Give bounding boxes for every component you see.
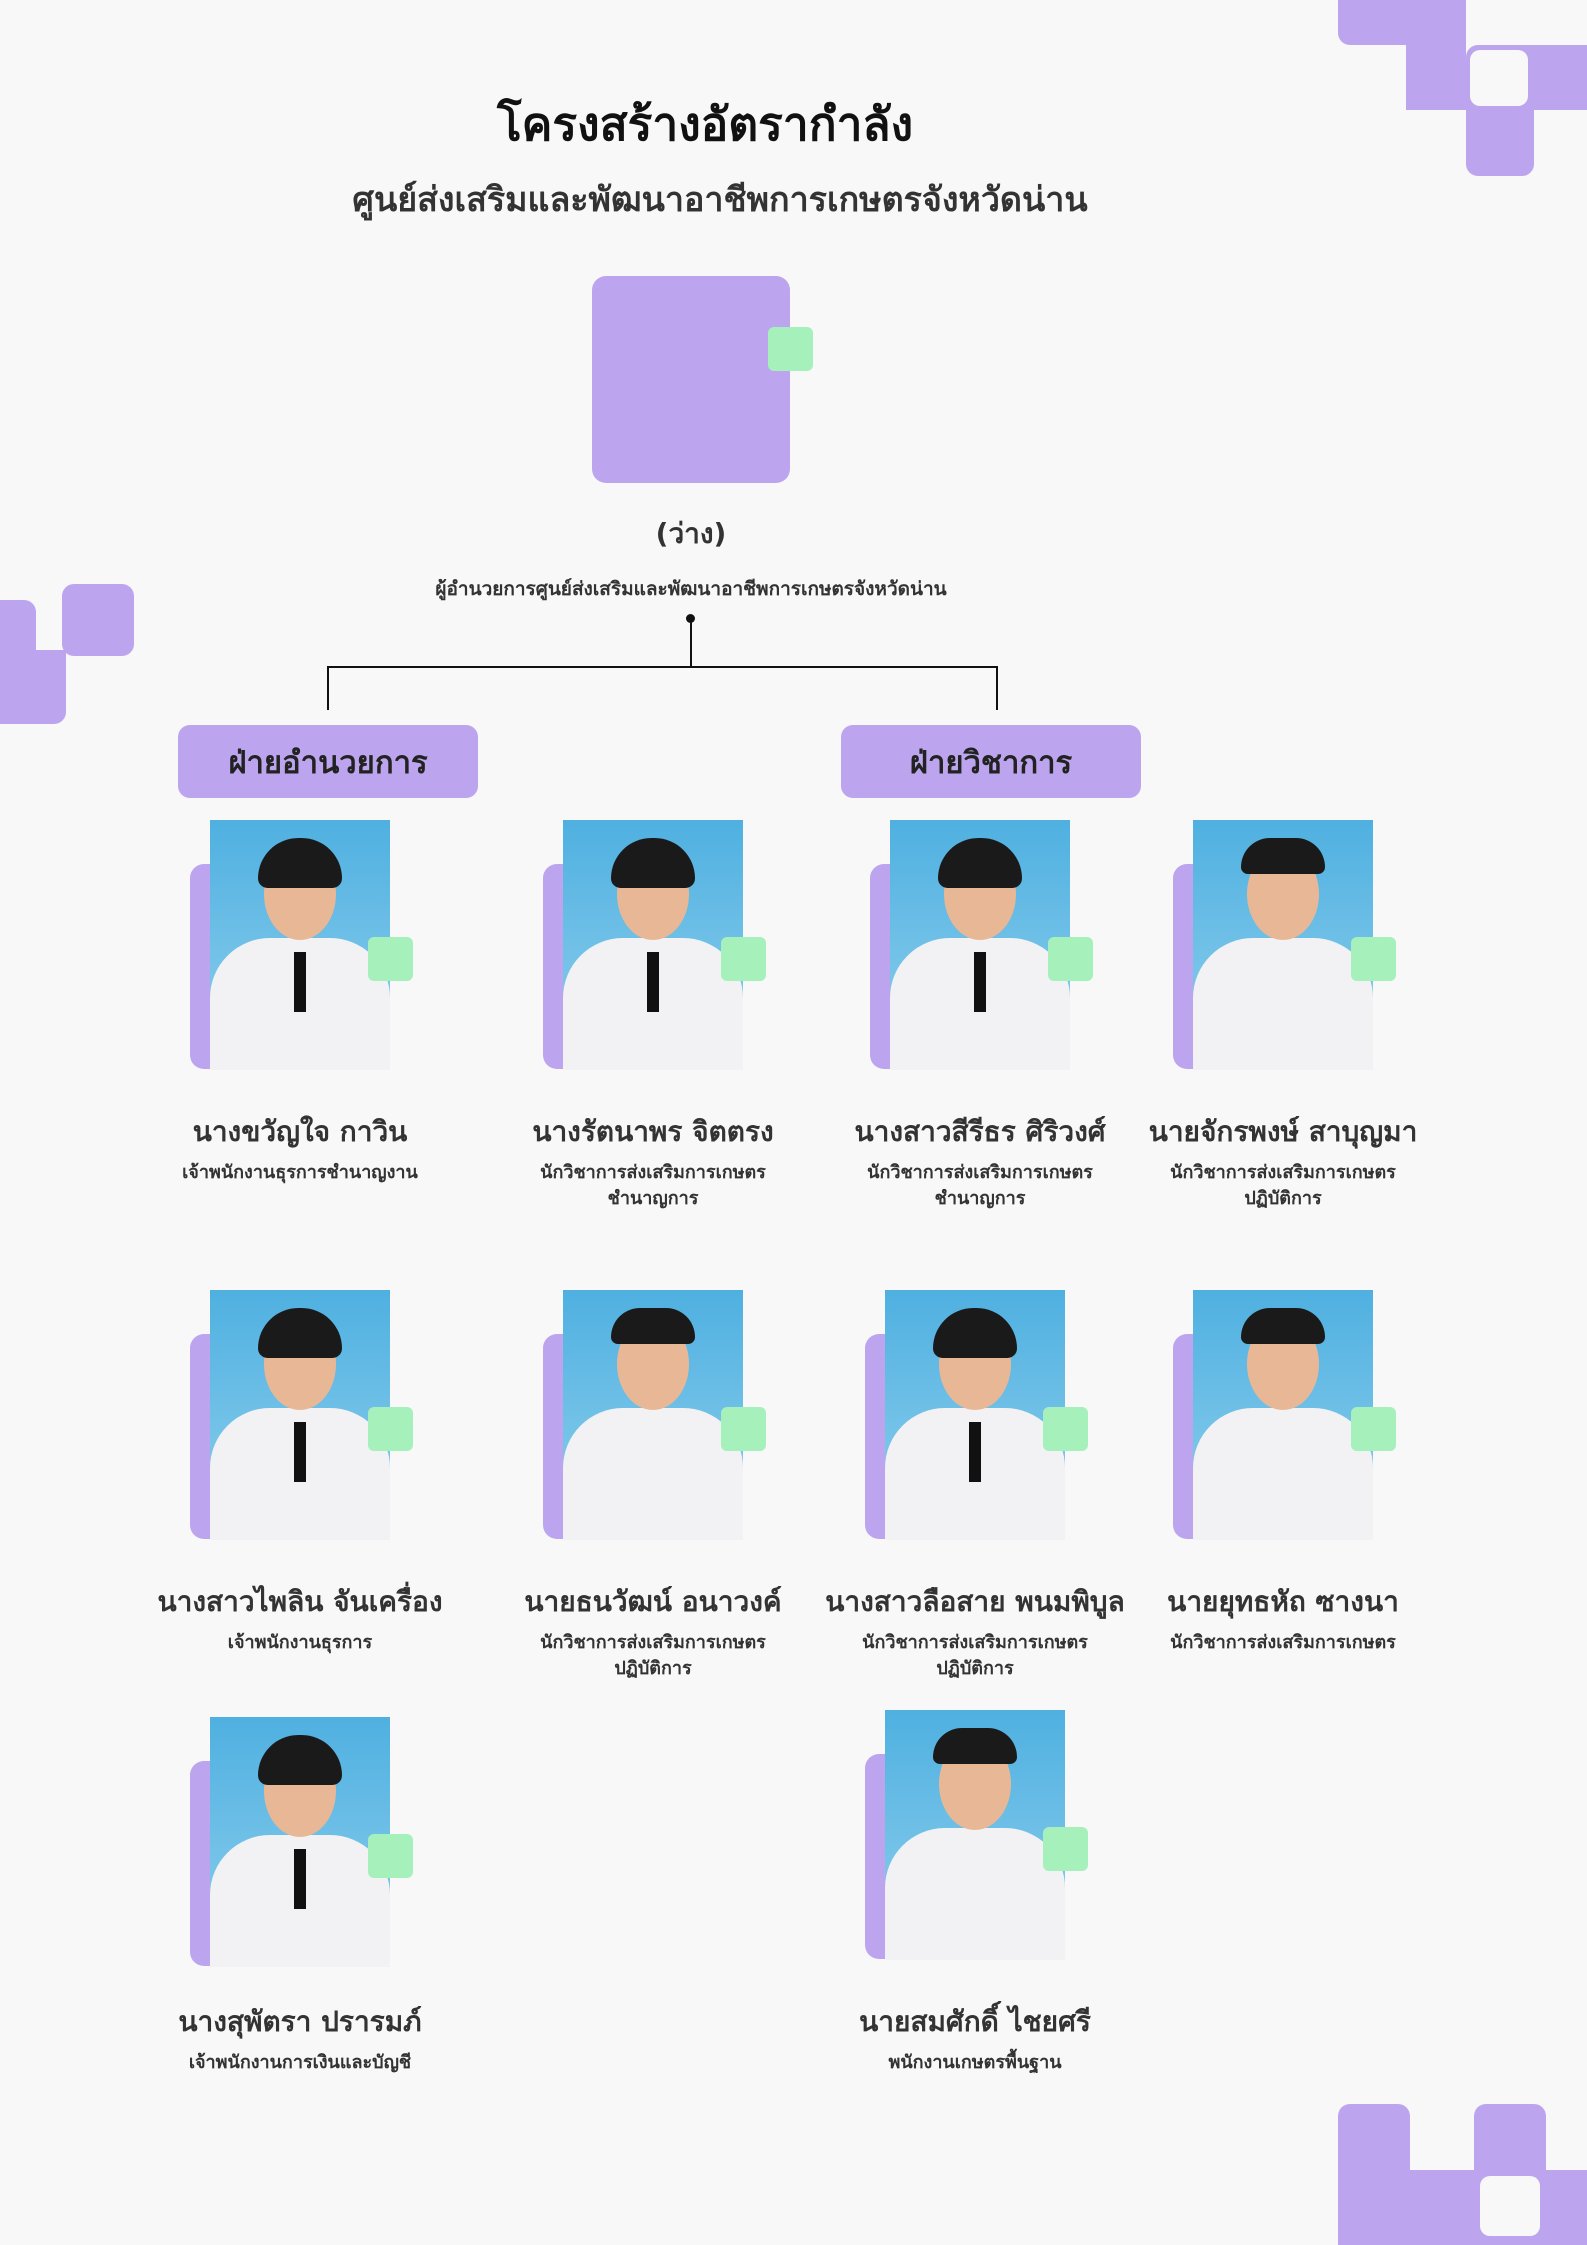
staff-role-line: นักวิชาการส่งเสริมการเกษตร bbox=[540, 1162, 766, 1183]
photo-badge bbox=[721, 1407, 766, 1451]
department-technical: ฝ่ายวิชาการ bbox=[841, 725, 1141, 798]
decor-bottom-right bbox=[1480, 2176, 1540, 2236]
staff-role-line: ชำนาญการ bbox=[934, 1188, 1026, 1209]
decor-bottom-right bbox=[1338, 2170, 1587, 2245]
staff-name: นายยุทธหัถ ซางนา bbox=[1167, 1585, 1399, 1618]
staff-photo bbox=[885, 1710, 1065, 1960]
director-photo-placeholder bbox=[592, 276, 790, 483]
staff-photo bbox=[885, 1290, 1065, 1540]
staff-role: นักวิชาการส่งเสริมการเกษตรปฏิบัติการ bbox=[483, 1630, 823, 1682]
staff-role: เจ้าพนักงานธุรการ bbox=[130, 1630, 470, 1656]
staff-name: นายธนวัฒน์ อนาวงค์ bbox=[524, 1585, 782, 1618]
photo-badge bbox=[1043, 1827, 1088, 1871]
staff-name: นางสาวลือสาย พนมพิบูล bbox=[825, 1585, 1125, 1618]
decor-left bbox=[0, 650, 66, 724]
decor-bottom-right bbox=[1410, 2104, 1474, 2170]
staff-photo bbox=[210, 1717, 390, 1967]
decor-left bbox=[62, 584, 134, 656]
photo-badge bbox=[1351, 937, 1396, 981]
staff-name: นางสาวสีรีธร ศิริวงศ์ bbox=[854, 1115, 1106, 1148]
staff-role-line: ปฏิบัติการ bbox=[614, 1658, 692, 1679]
connector-line bbox=[996, 666, 998, 710]
staff-role-line: เจ้าพนักงานธุรการ bbox=[227, 1632, 373, 1653]
director-role: ผู้อำนวยการศูนย์ส่งเสริมและพัฒนาอาชีพการ… bbox=[435, 578, 947, 600]
decor-top-right bbox=[1406, 0, 1466, 110]
connector-line bbox=[327, 666, 998, 668]
staff-role-line: นักวิชาการส่งเสริมการเกษตร bbox=[1170, 1162, 1396, 1183]
staff-photo bbox=[1193, 820, 1373, 1070]
staff-name: นายจักรพงษ์ สาบุญมา bbox=[1148, 1115, 1418, 1148]
decor-top-right bbox=[1470, 50, 1528, 106]
connector-line bbox=[327, 666, 329, 710]
photo-badge bbox=[368, 1834, 413, 1878]
staff-role-line: เจ้าพนักงานธุรการชำนาญงาน bbox=[182, 1162, 418, 1183]
staff-role: พนักงานเกษตรพื้นฐาน bbox=[805, 2050, 1145, 2076]
staff-photo bbox=[890, 820, 1070, 1070]
page-title: โครงสร้างอัตรากำลัง bbox=[496, 97, 914, 151]
staff-role-line: นักวิชาการส่งเสริมการเกษตร bbox=[1170, 1632, 1396, 1653]
staff-photo bbox=[1193, 1290, 1373, 1540]
staff-role-line: เจ้าพนักงานการเงินและบัญชี bbox=[188, 2052, 412, 2073]
page-subtitle: ศูนย์ส่งเสริมและพัฒนาอาชีพการเกษตรจังหวั… bbox=[352, 180, 1088, 220]
staff-role: เจ้าพนักงานธุรการชำนาญงาน bbox=[130, 1160, 470, 1186]
staff-role: นักวิชาการส่งเสริมการเกษตรปฏิบัติการ bbox=[805, 1630, 1145, 1682]
staff-name: นางรัตนาพร จิตตรง bbox=[532, 1115, 774, 1148]
photo-badge bbox=[1048, 937, 1093, 981]
staff-role-line: ปฏิบัติการ bbox=[1244, 1188, 1322, 1209]
staff-name: นายสมศักดิ์ ไชยศรี bbox=[859, 2005, 1091, 2038]
director-name: (ว่าง) bbox=[655, 517, 727, 550]
photo-badge bbox=[1351, 1407, 1396, 1451]
decor-top-right bbox=[1466, 110, 1534, 176]
staff-role: นักวิชาการส่งเสริมการเกษตรชำนาญการ bbox=[810, 1160, 1150, 1212]
staff-role: นักวิชาการส่งเสริมการเกษตรชำนาญการ bbox=[483, 1160, 823, 1212]
decor-top-right bbox=[1338, 0, 1406, 45]
staff-role: นักวิชาการส่งเสริมการเกษตร bbox=[1113, 1630, 1453, 1656]
staff-photo bbox=[210, 1290, 390, 1540]
staff-role-line: ปฏิบัติการ bbox=[936, 1658, 1014, 1679]
photo-badge bbox=[1043, 1407, 1088, 1451]
staff-name: นางขวัญใจ กาวิน bbox=[192, 1115, 408, 1148]
staff-role-line: พนักงานเกษตรพื้นฐาน bbox=[888, 2052, 1062, 2073]
department-admin: ฝ่ายอำนวยการ bbox=[178, 725, 478, 798]
director-badge bbox=[768, 327, 813, 371]
staff-photo bbox=[210, 820, 390, 1070]
staff-name: นางสาวไพลิน จันเครื่อง bbox=[157, 1585, 443, 1618]
staff-role-line: นักวิชาการส่งเสริมการเกษตร bbox=[862, 1632, 1088, 1653]
staff-photo bbox=[563, 820, 743, 1070]
staff-name: นางสุพัตรา ปรารมภ์ bbox=[178, 2005, 422, 2038]
photo-badge bbox=[368, 1407, 413, 1451]
staff-role-line: นักวิชาการส่งเสริมการเกษตร bbox=[540, 1632, 766, 1653]
photo-badge bbox=[721, 937, 766, 981]
photo-badge bbox=[368, 937, 413, 981]
staff-role: นักวิชาการส่งเสริมการเกษตรปฏิบัติการ bbox=[1113, 1160, 1453, 1212]
staff-role: เจ้าพนักงานการเงินและบัญชี bbox=[130, 2050, 470, 2076]
staff-role-line: ชำนาญการ bbox=[607, 1188, 699, 1209]
staff-role-line: นักวิชาการส่งเสริมการเกษตร bbox=[867, 1162, 1093, 1183]
connector-line bbox=[690, 618, 692, 667]
staff-photo bbox=[563, 1290, 743, 1540]
